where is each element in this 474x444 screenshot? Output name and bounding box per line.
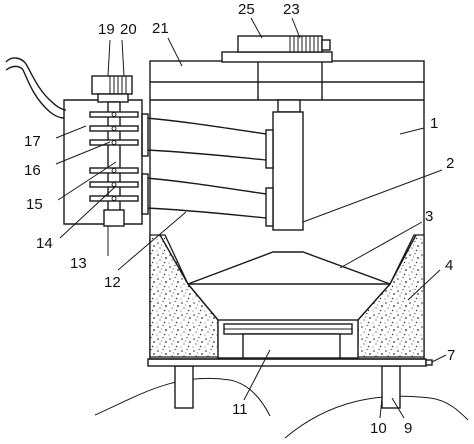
callout-16: 16 bbox=[24, 162, 41, 179]
callout-17: 17 bbox=[24, 133, 41, 150]
discharge-outlet bbox=[242, 333, 341, 359]
hopper-lower-wall bbox=[187, 283, 391, 321]
callout-3: 3 bbox=[425, 208, 433, 225]
top-motor bbox=[237, 35, 323, 53]
ground-line-left bbox=[94, 377, 271, 417]
outlet-nozzle bbox=[425, 359, 433, 366]
ground-line-right bbox=[284, 395, 469, 439]
leader-lines bbox=[55, 17, 447, 419]
shaft-paddle-upper bbox=[265, 129, 274, 169]
callout-15: 15 bbox=[26, 196, 43, 213]
pipe-flange-lower bbox=[141, 173, 149, 215]
callout-12: 12 bbox=[104, 274, 121, 291]
top-motor-end-cap bbox=[321, 39, 331, 51]
side-hose bbox=[5, 57, 67, 119]
side-roller-bolts bbox=[111, 112, 117, 201]
support-leg-right bbox=[381, 365, 401, 409]
callout-2: 2 bbox=[446, 155, 454, 172]
side-housing bbox=[63, 99, 143, 225]
side-bearing-block bbox=[103, 209, 125, 227]
callout-9: 9 bbox=[404, 420, 412, 437]
callout-21: 21 bbox=[152, 20, 169, 37]
top-motor-base bbox=[221, 51, 333, 63]
callout-11: 11 bbox=[232, 401, 248, 418]
shaft-coupling bbox=[277, 99, 301, 113]
support-leg-left bbox=[174, 365, 194, 409]
side-motor-base bbox=[97, 93, 129, 103]
feed-pipe-upper bbox=[145, 117, 267, 161]
base-plate bbox=[147, 358, 427, 367]
callout-13: 13 bbox=[70, 255, 87, 272]
callout-1: 1 bbox=[430, 115, 438, 132]
side-motor-fins bbox=[109, 76, 127, 94]
callout-4: 4 bbox=[445, 257, 453, 274]
feed-pipe-lower bbox=[145, 177, 267, 219]
callout-7: 7 bbox=[447, 347, 455, 364]
callout-14: 14 bbox=[36, 235, 53, 252]
pipe-flange-upper bbox=[141, 113, 149, 157]
callout-10: 10 bbox=[370, 420, 387, 437]
central-shaft bbox=[272, 111, 304, 231]
callout-23: 23 bbox=[283, 1, 300, 18]
callout-19: 19 bbox=[98, 21, 115, 38]
callout-25: 25 bbox=[238, 1, 255, 18]
top-motor-fins bbox=[289, 36, 319, 52]
hopper-cone bbox=[159, 234, 417, 285]
hopper-cap bbox=[187, 251, 391, 285]
callout-20: 20 bbox=[120, 21, 137, 38]
shaft-paddle-lower bbox=[265, 187, 274, 227]
